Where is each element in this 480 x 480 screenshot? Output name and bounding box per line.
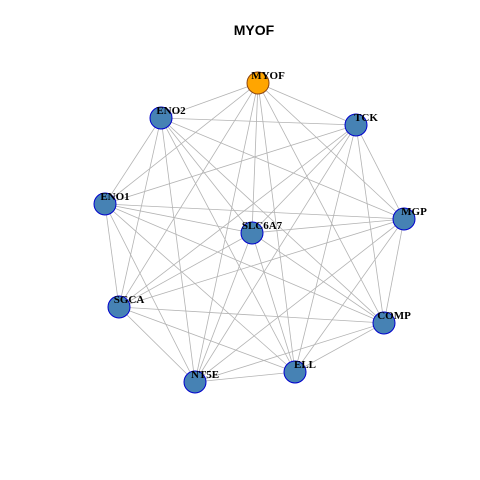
edge-sgca-ell	[118, 306, 296, 373]
node-label-tck: TCK	[354, 112, 378, 124]
edge-slc6a7-comp	[251, 232, 385, 324]
edge-eno1-comp	[104, 203, 385, 324]
node-label-nt5e: NT5E	[191, 369, 219, 381]
node-slc6a7	[240, 221, 264, 245]
edge-mgp-comp	[383, 218, 405, 324]
node-nt5e	[183, 370, 207, 394]
node-eno2	[149, 106, 173, 130]
edge-eno2-ell	[160, 117, 296, 373]
node-label-mgp: MGP	[401, 206, 427, 218]
edge-myof-ell	[257, 82, 296, 373]
figure-title: MYOF	[234, 22, 275, 38]
edge-sgca-comp	[118, 306, 385, 324]
edge-eno2-slc6a7	[160, 117, 253, 234]
edge-eno2-nt5e	[160, 117, 196, 383]
edge-eno2-tck	[160, 117, 357, 126]
node-label-slc6a7: SLC6A7	[242, 220, 283, 232]
edge-comp-nt5e	[194, 322, 385, 383]
node-eno1	[93, 192, 117, 216]
edge-myof-eno2	[160, 82, 259, 119]
edge-mgp-nt5e	[194, 218, 405, 383]
edge-tck-ell	[294, 124, 357, 373]
node-comp	[372, 311, 396, 335]
edge-eno1-slc6a7	[104, 203, 253, 234]
edge-myof-slc6a7	[251, 82, 259, 234]
edges-layer	[104, 82, 405, 383]
edge-nt5e-ell	[194, 371, 296, 383]
edge-myof-nt5e	[194, 82, 259, 383]
nodes-layer	[93, 71, 416, 394]
edge-myof-comp	[257, 82, 385, 324]
edge-sgca-nt5e	[118, 306, 196, 383]
node-label-eno2: ENO2	[156, 105, 186, 117]
edge-mgp-ell	[294, 218, 405, 373]
edge-slc6a7-mgp	[251, 218, 405, 234]
node-label-sgca: SGCA	[114, 294, 145, 306]
node-label-eno1: ENO1	[100, 191, 129, 203]
edge-slc6a7-nt5e	[194, 232, 253, 383]
edge-tck-eno1	[104, 124, 357, 205]
edge-eno1-mgp	[104, 203, 405, 220]
node-label-comp: COMP	[377, 310, 411, 322]
node-myof	[246, 71, 270, 95]
edge-tck-comp	[355, 124, 385, 324]
edge-eno1-nt5e	[104, 203, 196, 383]
edge-eno2-sgca	[118, 117, 162, 308]
edge-tck-sgca	[118, 124, 357, 308]
node-sgca	[107, 295, 131, 319]
edge-eno1-sgca	[104, 203, 120, 308]
edge-comp-ell	[294, 322, 385, 373]
edge-slc6a7-sgca	[118, 232, 253, 308]
node-mgp	[392, 207, 416, 231]
edge-mgp-sgca	[118, 218, 405, 308]
edge-tck-slc6a7	[251, 124, 357, 234]
edge-eno1-ell	[104, 203, 296, 373]
edge-tck-nt5e	[194, 124, 357, 383]
node-label-ell: ELL	[294, 359, 316, 371]
node-tck	[344, 113, 368, 137]
node-label-myof: MYOF	[251, 70, 285, 82]
edge-eno2-eno1	[104, 117, 162, 205]
edge-tck-mgp	[355, 124, 405, 220]
edge-myof-tck	[257, 82, 357, 126]
node-ell	[283, 360, 307, 384]
edge-eno2-comp	[160, 117, 385, 324]
edge-eno2-mgp	[160, 117, 405, 220]
edge-slc6a7-ell	[251, 232, 296, 373]
